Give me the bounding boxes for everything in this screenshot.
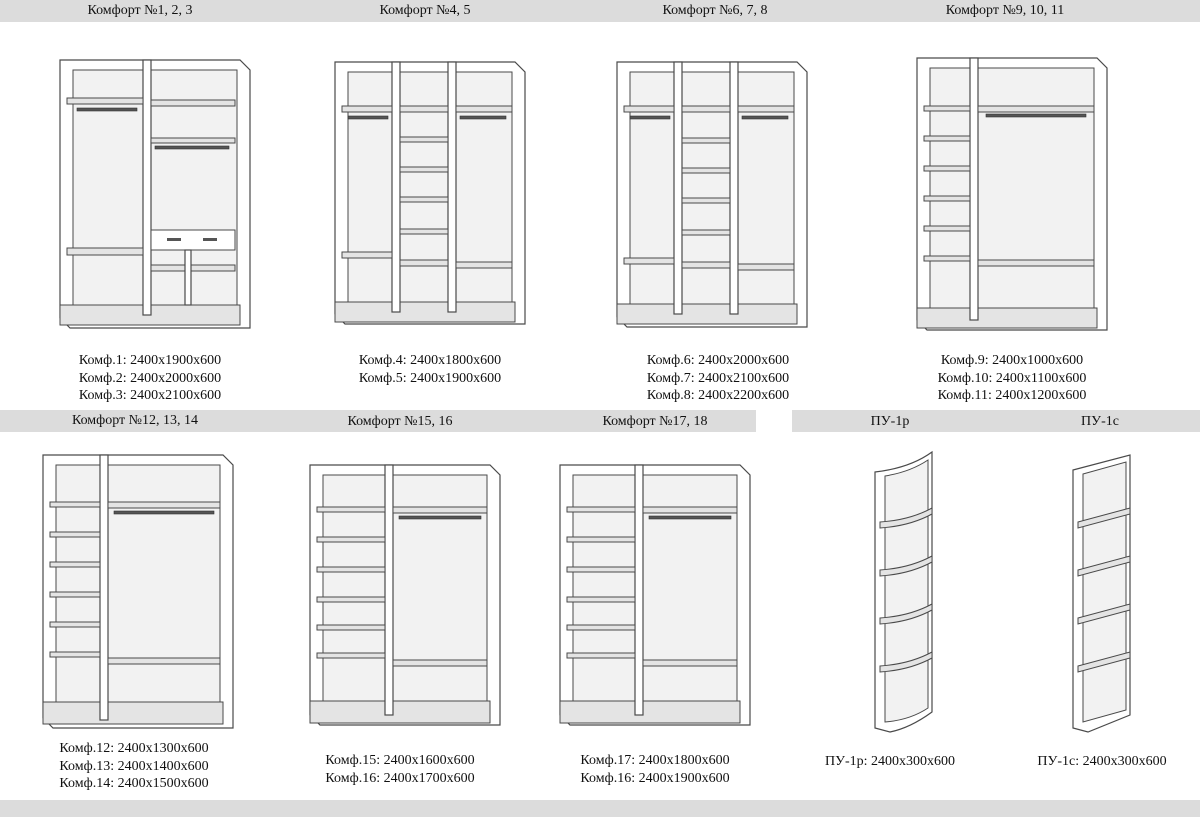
caption-line: Комф.16: 2400х1700х600 <box>325 770 475 786</box>
wardrobe-komfort-15-16-image <box>309 464 501 726</box>
caption-line: Комф.5: 2400х1900х600 <box>358 370 502 386</box>
caption-line: Комф.7: 2400х2100х600 <box>646 370 790 386</box>
caption-line: Комф.1: 2400х1900х600 <box>78 353 222 368</box>
caption-line: ПУ-1с: 2400х300х600 <box>1037 754 1167 769</box>
corner-unit-pu-1s-image <box>1072 454 1131 733</box>
caption-line: Комф.12: 2400х1300х600 <box>59 741 209 756</box>
header-komfort-9-11: Комфорт №9, 10, 11 <box>945 3 1065 18</box>
caption-line: Комф.6: 2400х2000х600 <box>646 353 790 368</box>
caption-pu-1r: ПУ-1р: 2400х300х600 <box>800 753 980 771</box>
header-komfort-15-16: Комфорт №15, 16 <box>347 414 453 429</box>
wardrobe-komfort-1-3-image <box>59 59 251 329</box>
header-band-row2-left <box>0 410 756 432</box>
caption-line: Комф.10: 2400х1100х600 <box>937 370 1087 386</box>
caption-komfort-1-3: Комф.1: 2400х1900х600 Комф.2: 2400х2000х… <box>45 352 255 405</box>
header-pu-1r: ПУ-1р <box>870 414 910 429</box>
header-komfort-6-8: Комфорт №6, 7, 8 <box>662 3 768 18</box>
wardrobe-komfort-6-8-image <box>616 61 808 328</box>
header-komfort-17-18: Комфорт №17, 18 <box>602 414 708 429</box>
corner-unit-pu-1r-image <box>874 450 933 733</box>
caption-pu-1s: ПУ-1с: 2400х300х600 <box>1012 753 1192 771</box>
caption-line: Комф.4: 2400х1800х600 <box>358 353 502 368</box>
wardrobe-komfort-9-11-image <box>916 57 1108 331</box>
caption-komfort-15-16: Комф.15: 2400х1600х600 Комф.16: 2400х170… <box>295 752 505 787</box>
caption-line: ПУ-1р: 2400х300х600 <box>824 754 956 769</box>
header-band-row2-right <box>792 410 1200 432</box>
caption-komfort-17-18: Комф.17: 2400х1800х600 Комф.16: 2400х190… <box>550 752 760 787</box>
caption-line: Комф.15: 2400х1600х600 <box>325 753 475 768</box>
header-pu-1s: ПУ-1с <box>1081 414 1119 429</box>
caption-line: Комф.11: 2400х1200х600 <box>937 388 1087 403</box>
caption-line: Комф.3: 2400х2100х600 <box>78 388 222 403</box>
header-band-top <box>0 0 1200 22</box>
caption-line: Комф.13: 2400х1400х600 <box>59 758 209 774</box>
header-komfort-1-3: Комфорт №1, 2, 3 <box>87 3 193 18</box>
footer-band <box>0 800 1200 817</box>
caption-komfort-6-8: Комф.6: 2400х2000х600 Комф.7: 2400х2100х… <box>613 352 823 405</box>
caption-line: Комф.16: 2400х1900х600 <box>580 770 730 786</box>
caption-komfort-12-14: Комф.12: 2400х1300х600 Комф.13: 2400х140… <box>29 740 239 793</box>
wardrobe-komfort-17-18-image <box>559 464 751 726</box>
header-komfort-4-5: Комфорт №4, 5 <box>379 3 471 18</box>
wardrobe-komfort-4-5-image <box>334 61 526 325</box>
wardrobe-komfort-12-14-image <box>42 454 234 729</box>
caption-line: Комф.14: 2400х1500х600 <box>59 776 209 791</box>
caption-line: Комф.2: 2400х2000х600 <box>78 370 222 386</box>
caption-line: Комф.8: 2400х2200х600 <box>646 388 790 403</box>
header-komfort-12-14: Комфорт №12, 13, 14 <box>71 413 199 428</box>
caption-komfort-9-11: Комф.9: 2400х1000х600 Комф.10: 2400х1100… <box>907 352 1117 405</box>
caption-komfort-4-5: Комф.4: 2400х1800х600 Комф.5: 2400х1900х… <box>325 352 535 387</box>
caption-line: Комф.17: 2400х1800х600 <box>580 753 730 768</box>
caption-line: Комф.9: 2400х1000х600 <box>940 353 1084 368</box>
